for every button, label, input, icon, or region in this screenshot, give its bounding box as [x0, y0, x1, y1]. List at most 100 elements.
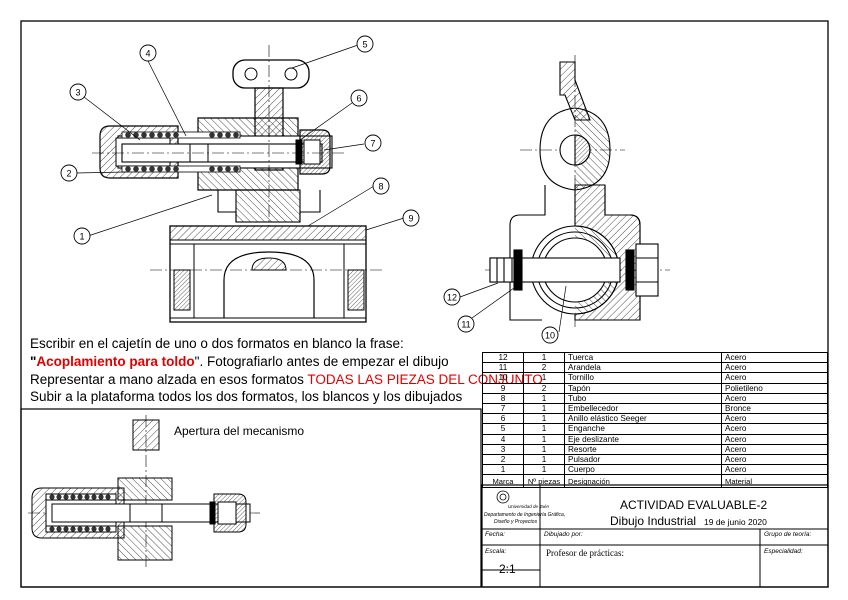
dibujado-label: Dibujado por:	[544, 531, 583, 538]
part-material: Acero	[721, 392, 828, 404]
header-mark: Marca	[482, 474, 524, 489]
part-name: Tornillo	[564, 372, 722, 384]
part-mark: 1	[482, 464, 524, 476]
instruction-line-4: Subir a la plataforma todos los dos form…	[30, 389, 463, 404]
part-qty: 1	[523, 443, 565, 455]
balloon-12: 12	[447, 293, 457, 303]
part-name: Tubo	[564, 392, 722, 404]
balloon-1: 1	[79, 232, 84, 242]
balloon-3: 3	[75, 88, 80, 98]
balloon-10: 10	[545, 331, 555, 341]
profesor-label: Profesor de prácticas:	[546, 548, 624, 558]
part-material: Acero	[721, 362, 828, 374]
quote-open: "	[30, 354, 37, 369]
part-material: Acero	[721, 464, 828, 476]
part-name: Enganche	[564, 423, 722, 435]
balloon-numbers: 1 2 3 4 5 6 7 8 9 10 11 12	[66, 40, 555, 341]
balloon-6: 6	[356, 94, 361, 104]
header-name: Designación	[564, 474, 722, 489]
part-material: Acero	[721, 433, 828, 445]
parts-list-header: Marca Nº piezas Designación Material	[482, 474, 828, 489]
part-mark: 4	[482, 433, 524, 445]
side-view	[485, 55, 670, 330]
part-mark: 12	[482, 351, 524, 364]
balloon-9: 9	[408, 214, 413, 224]
header-qty: Nº piezas	[523, 474, 565, 489]
part-mark: 9	[482, 382, 524, 394]
part-qty: 1	[523, 423, 565, 435]
part-qty: 1	[523, 402, 565, 415]
balloon-8: 8	[378, 182, 383, 192]
part-name: Pulsador	[564, 453, 722, 466]
part-name: Eje deslizante	[564, 433, 722, 445]
balloon-5: 5	[362, 40, 367, 50]
subject-name: Dibujo Industrial	[610, 514, 697, 528]
balloon-2: 2	[66, 169, 71, 179]
part-mark: 10	[482, 372, 524, 384]
front-view	[92, 45, 385, 323]
part-name: Arandela	[564, 362, 722, 374]
part-name: Tapón	[564, 382, 722, 394]
part-mark: 11	[482, 362, 524, 374]
part-material: Acero	[721, 413, 828, 425]
escala-value: 2:1	[499, 562, 516, 576]
part-qty: 1	[523, 372, 565, 384]
part-qty: 1	[523, 433, 565, 445]
part-mark: 2	[482, 453, 524, 466]
instruction-line-2-rest: ". Fotografiarlo antes de empezar el dib…	[194, 354, 449, 369]
grupo-label: Grupo de teoría:	[764, 531, 812, 538]
part-mark: 6	[482, 413, 524, 425]
part-material: Acero	[721, 423, 828, 435]
balloons	[60, 35, 559, 344]
balloon-4: 4	[145, 49, 150, 59]
part-qty: 1	[523, 413, 565, 425]
department-line-1: Departamento de Ingeniería Gráfica,	[484, 512, 566, 518]
part-mark: 5	[482, 423, 524, 435]
university-name: Universidad de Jaén	[508, 504, 550, 509]
activity-date: 19 de junio 2020	[704, 517, 767, 527]
header-material: Material	[721, 474, 828, 489]
escala-label: Escala:	[485, 548, 507, 555]
balloon-7: 7	[370, 139, 375, 149]
part-qty: 1	[523, 464, 565, 476]
balloon-11: 11	[461, 320, 470, 330]
instruction-line-3: Representar a mano alzada en esos format…	[30, 373, 543, 387]
part-name: Embellecedor	[564, 402, 722, 415]
especialidad-label: Especialidad:	[764, 548, 803, 555]
part-material: Bronce	[721, 402, 828, 415]
balloon-leaders	[75, 44, 405, 237]
part-qty: 2	[523, 382, 565, 394]
part-material: Acero	[721, 453, 828, 466]
part-qty: 2	[523, 362, 565, 374]
part-mark: 8	[482, 392, 524, 404]
instruction-line-3-plain: Representar a mano alzada en esos format…	[30, 372, 308, 387]
part-qty: 1	[523, 453, 565, 466]
part-mark: 3	[482, 443, 524, 455]
part-mark: 7	[482, 402, 524, 415]
part-qty: 1	[523, 351, 565, 364]
part-name: Cuerpo	[564, 464, 722, 476]
fecha-label: Fecha:	[485, 531, 505, 538]
part-name: Anillo elástico Seeger	[564, 413, 722, 425]
university-logo	[496, 490, 510, 504]
part-material: Polietileno	[721, 382, 828, 394]
detail-title: Apertura del mecanismo	[174, 424, 305, 438]
activity-title: ACTIVIDAD EVALUABLE-2	[620, 498, 768, 512]
part-material: Acero	[721, 351, 828, 364]
instruction-line-1: Escribir en el cajetín de uno o dos form…	[30, 336, 404, 351]
part-name: Resorte	[564, 443, 722, 455]
part-name: Tuerca	[564, 351, 722, 364]
part-material: Acero	[721, 443, 828, 455]
